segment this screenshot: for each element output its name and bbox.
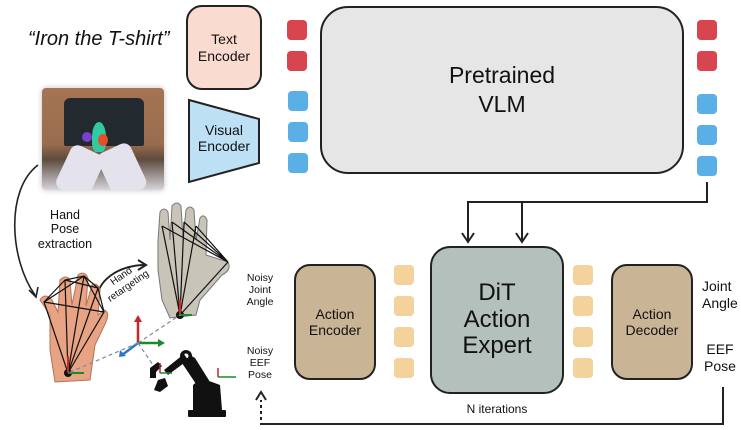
action-token xyxy=(573,265,593,285)
noisy-joint-label-3: Angle xyxy=(246,296,274,309)
action-token xyxy=(394,265,414,285)
action-decoder-label-1: Action xyxy=(632,305,672,322)
world-frame-axes xyxy=(67,314,181,374)
arrow-head-1 xyxy=(461,232,475,244)
noisy-joint-label-2: Joint xyxy=(248,284,272,297)
action-token xyxy=(573,327,593,347)
action-decoder-box: Action Decoder xyxy=(611,264,693,380)
noisy-eef-pose-label: Noisy EEF Pose xyxy=(242,345,278,381)
visual-encoder-label-2: Encoder xyxy=(197,138,251,155)
eef-output-label-1: EEF xyxy=(706,341,734,357)
eef-output-label-2: Pose xyxy=(704,357,736,374)
action-token xyxy=(573,296,593,316)
arrow-head-2 xyxy=(515,232,529,244)
loop-arrow-head xyxy=(255,390,267,401)
robot-hand-illustration xyxy=(157,202,230,319)
joint-angle-output-label: Joint Angle xyxy=(702,278,741,312)
visual-token xyxy=(288,153,308,173)
action-encoder-label-2: Encoder xyxy=(308,322,362,338)
dit-label-3: Expert xyxy=(462,332,532,360)
dit-label-2: Action xyxy=(463,305,531,333)
visual-token xyxy=(697,156,717,176)
dit-action-expert-box: DiT Action Expert xyxy=(430,246,564,394)
action-token xyxy=(394,358,414,378)
noisy-eef-label-2: EEF xyxy=(249,357,271,370)
text-token xyxy=(697,51,717,71)
text-token xyxy=(287,20,307,40)
hand-pose-label-1: Hand xyxy=(50,208,80,222)
hand-pose-label-2: Pose xyxy=(50,222,80,237)
noisy-eef-label-1: Noisy xyxy=(246,345,274,357)
action-token xyxy=(573,358,593,378)
noisy-joint-angle-label: Noisy Joint Angle xyxy=(242,272,278,308)
text-token xyxy=(287,51,307,71)
visual-encoder-label-1: Visual xyxy=(205,122,243,138)
n-iterations-label: N iterations xyxy=(466,402,528,416)
vlm-label-2: VLM xyxy=(478,91,526,117)
joint-output-label-1: Joint xyxy=(702,278,732,294)
action-token xyxy=(394,327,414,347)
noisy-eef-label-3: Pose xyxy=(248,369,272,382)
robot-arm-illustration xyxy=(150,350,236,417)
action-token xyxy=(394,296,414,316)
visual-token xyxy=(288,91,308,111)
hand-keypoints-left xyxy=(82,132,92,142)
dit-label-1: DiT xyxy=(478,279,516,307)
visual-token xyxy=(288,122,308,142)
action-decoder-label-2: Decoder xyxy=(625,322,679,338)
ironing-photo xyxy=(42,88,164,190)
action-encoder-box: Action Encoder xyxy=(294,264,376,380)
visual-token xyxy=(697,94,717,114)
instruction-text: “Iron the T-shirt” xyxy=(28,28,170,50)
hand-pose-curve xyxy=(14,164,39,296)
eef-pose-output-label: EEF Pose xyxy=(702,341,738,375)
loop-line xyxy=(260,387,724,425)
retargeting-arrow-head xyxy=(137,259,148,271)
vlm-label-1: Pretrained xyxy=(448,62,556,89)
hand-pose-extraction-label: Hand Pose extraction xyxy=(30,208,100,251)
visual-token xyxy=(697,125,717,145)
joint-output-label-2: Angle xyxy=(702,294,738,311)
pretrained-vlm-box: Pretrained VLM xyxy=(320,6,684,174)
text-encoder-box: Text Encoder xyxy=(186,5,262,90)
text-token xyxy=(697,20,717,40)
hand-keypoints-right xyxy=(98,134,108,146)
visual-encoder-box: Visual Encoder xyxy=(189,122,259,154)
visual-encoder-shape xyxy=(188,98,260,184)
human-hand-illustration xyxy=(39,272,109,383)
noisy-joint-label-1: Noisy xyxy=(246,272,274,284)
action-encoder-label-1: Action xyxy=(315,305,355,322)
hand-pose-label-3: extraction xyxy=(37,236,93,251)
hand-pose-arrow-head xyxy=(28,286,39,299)
text-encoder-label-2: Encoder xyxy=(197,47,251,64)
vlm-output-connector xyxy=(467,182,708,240)
text-encoder-label-1: Text xyxy=(211,31,237,48)
